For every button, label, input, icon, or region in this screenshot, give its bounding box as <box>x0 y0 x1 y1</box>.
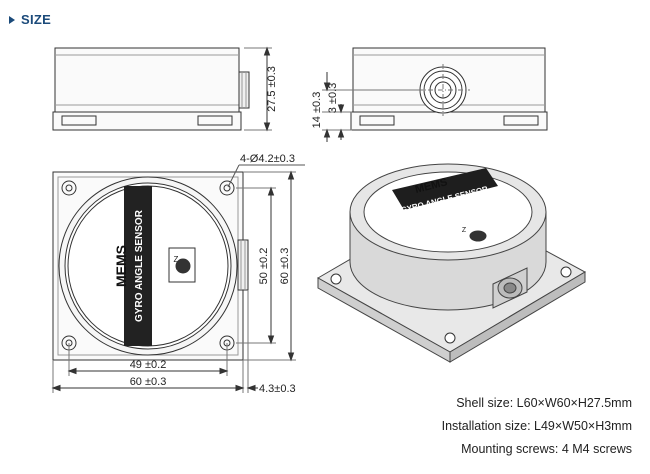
shell-height-dimension: 60 ±0.3 <box>279 248 291 285</box>
mounting-screws-spec: Mounting screws: 4 M4 screws <box>461 442 632 456</box>
triangle-bullet-icon <box>9 15 15 24</box>
connector-height-dimension: 14 ±0.3 <box>311 92 323 129</box>
install-width-dimension: 49 ±0.2 <box>130 359 167 371</box>
axis-label-iso: Z <box>462 227 467 234</box>
installation-size-spec: Installation size: L49×W50×H3mm <box>441 419 632 433</box>
section-header: SIZE <box>9 12 51 27</box>
section-title: SIZE <box>21 12 52 27</box>
install-height-dimension: 50 ±0.2 <box>258 248 270 285</box>
isometric-view <box>316 163 587 363</box>
shell-width-dimension: 60 ±0.3 <box>130 376 167 388</box>
front-view <box>52 47 250 131</box>
height-dimension: 27.5 ±0.3 <box>266 66 278 112</box>
shell-size-spec: Shell size: L60×W60×H27.5mm <box>456 396 632 410</box>
brand-label-top: MEMS <box>113 245 129 287</box>
spec-list: Shell size: L60×W60×H27.5mm Installation… <box>442 392 632 461</box>
side-view <box>350 47 548 131</box>
product-label-top: GYRO ANGLE SENSOR <box>134 209 145 322</box>
connector-offset-dimension: 3 ±0.3 <box>327 83 339 114</box>
hole-spec-label: 4-Ø4.2±0.3 <box>240 153 295 165</box>
connector-protrusion-dimension: 4.3±0.3 <box>259 383 296 395</box>
top-view <box>52 171 249 361</box>
axis-label-top: Z <box>174 255 179 264</box>
